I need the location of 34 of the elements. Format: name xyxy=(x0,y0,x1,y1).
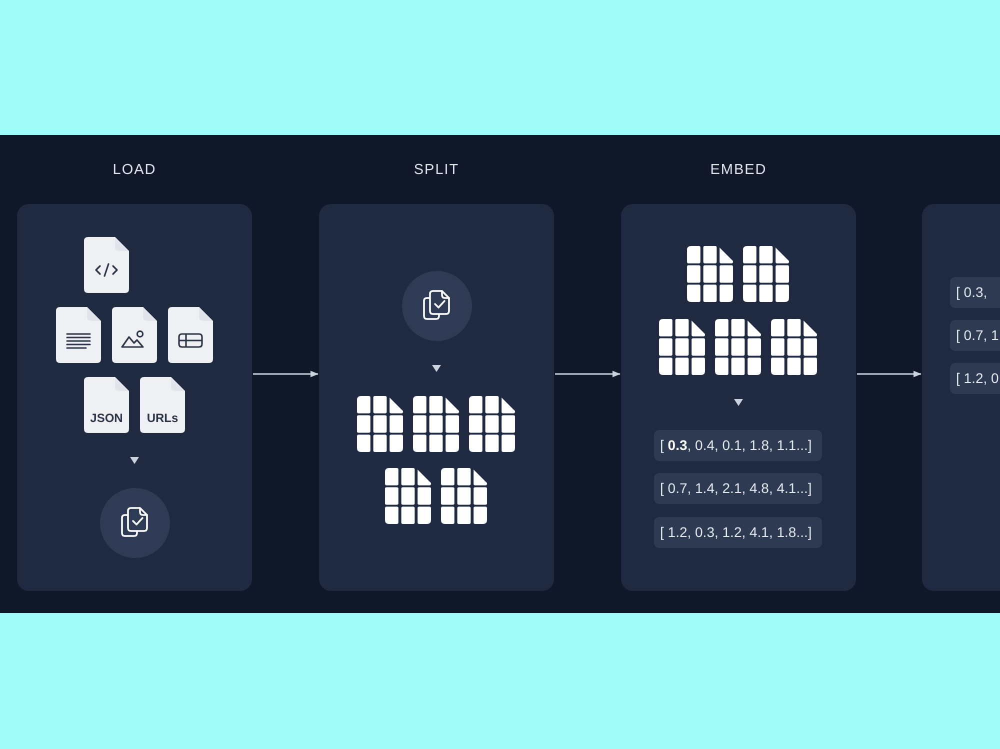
table-file-icon xyxy=(168,307,213,363)
vector-chip: [ 1.2, 0 xyxy=(950,363,1000,394)
arrow xyxy=(857,370,922,378)
grid-document-icon xyxy=(469,396,515,452)
grid-document-icon xyxy=(715,319,761,375)
arrow xyxy=(253,370,318,378)
grid-document-icon xyxy=(357,396,403,452)
documents-check-icon xyxy=(402,271,472,341)
grid-document-icon xyxy=(687,246,733,302)
grid-document-icon xyxy=(441,468,487,524)
file-type-label: URLs xyxy=(146,411,178,425)
arrow xyxy=(734,399,743,406)
text-file-icon xyxy=(56,307,101,363)
image-file-icon xyxy=(112,307,157,363)
stage-title: LOAD xyxy=(112,161,156,179)
stage-panel xyxy=(922,204,1000,591)
code-file-icon xyxy=(84,237,129,293)
grid-document-icon xyxy=(413,396,459,452)
grid-document-icon xyxy=(771,319,817,375)
vector-chip: [ 0.7, 1.4, 2.1, 4.8, 4.1...] xyxy=(654,473,822,504)
stage-title: EMBED xyxy=(710,161,767,179)
grid-document-icon xyxy=(743,246,789,302)
file-type-label: JSON xyxy=(90,411,123,425)
grid-document-icon xyxy=(385,468,431,524)
arrow xyxy=(432,365,441,372)
documents-check-icon xyxy=(100,488,170,558)
stage-title: SPLIT xyxy=(414,161,460,179)
vector-chip: [ 1.2, 0.3, 1.2, 4.1, 1.8...] xyxy=(654,517,822,548)
arrow xyxy=(130,457,139,464)
vector-chip: [ 0.3, 0.4, 0.1, 1.8, 1.1...] xyxy=(654,430,822,461)
arrow xyxy=(555,370,620,378)
vector-chip: [ 0.7, 1 xyxy=(950,320,1000,351)
grid-document-icon xyxy=(659,319,705,375)
vector-chip: [ 0.3, xyxy=(950,277,1000,308)
